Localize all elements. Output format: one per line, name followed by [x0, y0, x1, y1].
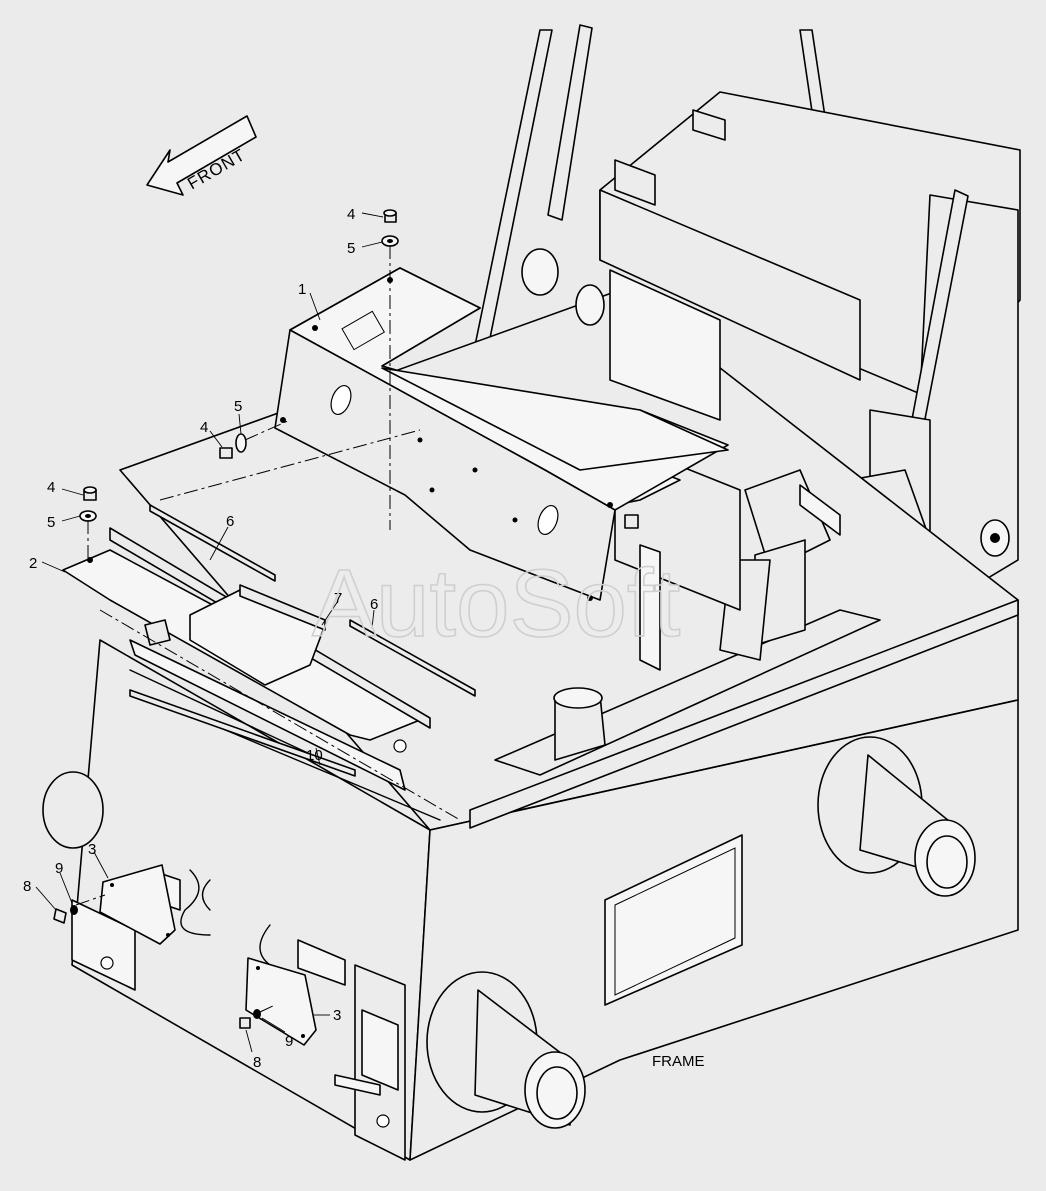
part-6-10-seal-strips: [129, 504, 476, 777]
callout-2: 2: [29, 555, 37, 572]
callout-8-right: 8: [253, 1054, 261, 1071]
callout-10: 10: [306, 747, 323, 764]
frame-label: FRAME: [652, 1053, 705, 1070]
callout-6-right: 6: [370, 596, 378, 613]
part-2-bracket-assembly: [62, 527, 431, 791]
callout-leaders: [35, 212, 384, 1053]
callout-8-left: 8: [23, 878, 31, 895]
callout-5-mid: 5: [234, 398, 242, 415]
callout-numbers: 4 5 1 5 4 4 5 6 2 7 6 10 3 9 8 3 9 8: [23, 206, 378, 1071]
callout-4-top: 4: [347, 206, 355, 223]
callout-9-right: 9: [285, 1033, 293, 1050]
callout-5-lower: 5: [47, 514, 55, 531]
front-direction-arrow: FRONT: [146, 115, 257, 196]
part-1-cover-plate: [274, 267, 729, 601]
watermark: AutoSoft: [312, 550, 680, 657]
callout-7: 7: [334, 590, 342, 607]
hardware-fasteners: [53, 209, 399, 1029]
callout-4-lower: 4: [47, 479, 55, 496]
callout-1: 1: [298, 281, 306, 298]
callout-9-left: 9: [55, 860, 63, 877]
callout-4-mid: 4: [200, 419, 208, 436]
assembly-centerlines: [75, 245, 461, 1013]
callout-3-left: 3: [88, 841, 96, 858]
part-3-access-covers: [99, 864, 317, 1046]
callout-3-right: 3: [333, 1007, 341, 1024]
callout-5-top: 5: [347, 240, 355, 257]
callout-6-left: 6: [226, 513, 234, 530]
